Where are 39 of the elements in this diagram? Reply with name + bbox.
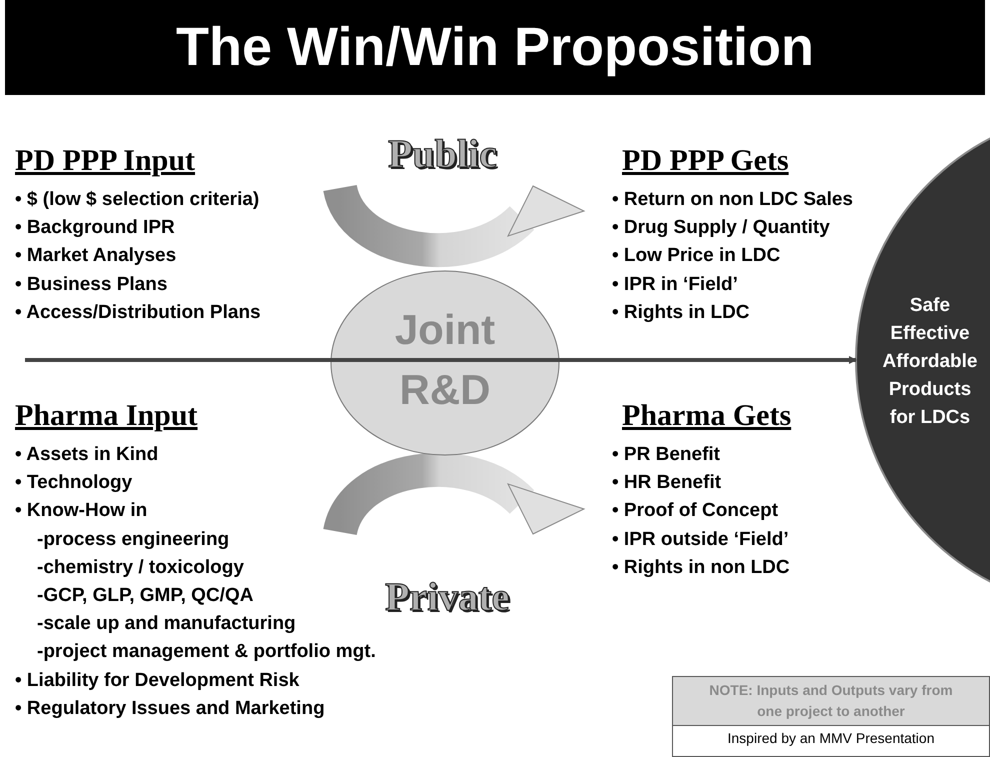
section-heading: Pharma Input: [15, 399, 198, 433]
bullet-item: • HR Benefit: [612, 471, 722, 496]
bullet-item: • Return on non LDC Sales: [612, 188, 853, 212]
bullet-item: • Background IPR: [15, 216, 175, 240]
sub-item: -process engineering: [37, 528, 230, 552]
bullet-item: • Proof of Concept: [612, 499, 778, 524]
credit-text: Inspired by an MMV Presentation: [726, 729, 936, 748]
bullet-item: • IPR in ‘Field’: [612, 272, 738, 297]
title-banner: The Win/Win Proposition: [5, 0, 985, 95]
bullet-item: • Rights in LDC: [612, 300, 750, 325]
bullet-item: • Know-How in: [15, 499, 148, 524]
bullet-item: • Market Analyses: [15, 244, 176, 268]
bullet-item: • Access/Distribution Plans: [15, 300, 261, 325]
bullet-item: • PR Benefit: [612, 443, 720, 467]
sub-item: -project management & portfolio mgt.: [37, 640, 376, 664]
sector-label: Public: [388, 132, 497, 176]
section-heading: PD PPP Gets: [622, 144, 789, 178]
bullet-item: • Rights in non LDC: [612, 556, 790, 580]
node-label: Joint R&D: [394, 305, 496, 415]
bullet-item: • Drug Supply / Quantity: [612, 216, 830, 240]
bullet-item: • $ (low $ selection criteria): [15, 188, 260, 212]
bullet-item: • IPR outside ‘Field’: [612, 528, 789, 552]
section-heading: Pharma Gets: [622, 399, 792, 433]
arrow: [25, 356, 857, 364]
sub-item: -GCP, GLP, GMP, QC/QA: [37, 584, 254, 608]
note-box: [672, 676, 990, 757]
note-text: NOTE: Inputs and Outputs vary from one project to another: [673, 677, 989, 726]
bullet-item: • Low Price in LDC: [612, 244, 780, 268]
section-heading: PD PPP Input: [15, 144, 196, 178]
bullet-item: • Business Plans: [15, 272, 168, 297]
bullet-item: • Assets in Kind: [15, 443, 158, 467]
sub-item: -scale up and manufacturing: [37, 612, 296, 636]
ellipse-node: [330, 270, 560, 456]
bullet-item: • Technology: [15, 471, 132, 496]
bullet-item: • Liability for Development Risk: [15, 668, 300, 693]
node-label: Safe Effective Affordable Products for LDCs: [882, 294, 978, 430]
sub-item: -chemistry / toxicology: [37, 556, 244, 580]
sector-label: Private: [385, 575, 510, 619]
bullet-item: • Regulatory Issues and Marketing: [15, 696, 325, 721]
